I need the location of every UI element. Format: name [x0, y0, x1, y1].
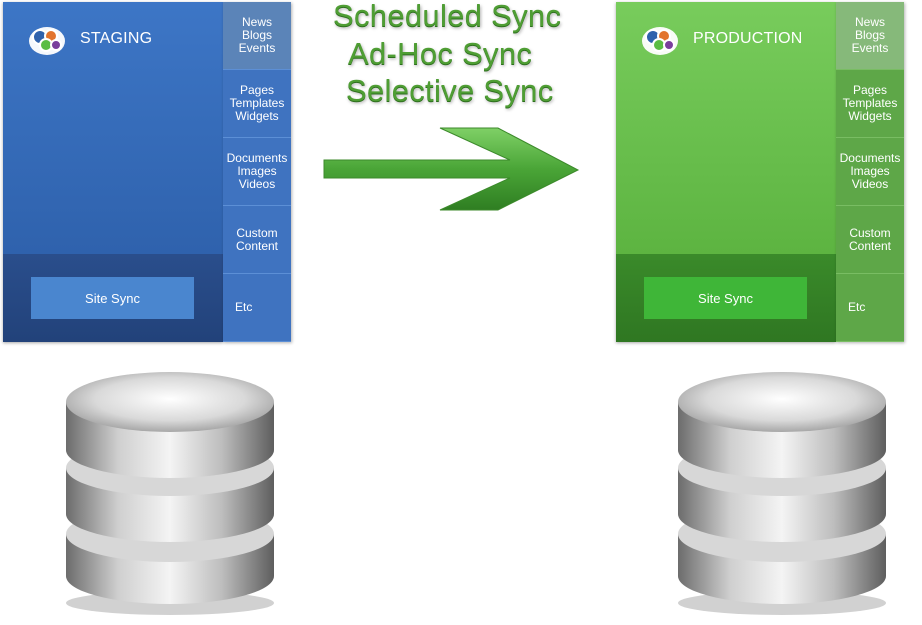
sidebar-item-label: Events	[239, 42, 276, 55]
heading-scheduled-sync: Scheduled Sync	[333, 0, 561, 34]
sidebar-item-news-blogs-events[interactable]: News Blogs Events	[223, 2, 291, 70]
sidebar-item-label: Content	[849, 240, 891, 253]
production-site-sync-button[interactable]: Site Sync	[644, 277, 807, 319]
sync-arrow-icon	[322, 126, 582, 214]
logo-icon	[27, 24, 67, 58]
sidebar-item-etc[interactable]: Etc	[836, 274, 904, 342]
sidebar-item-label: Content	[236, 240, 278, 253]
sidebar-item-pages-templates-widgets[interactable]: Pages Templates Widgets	[836, 70, 904, 138]
sidebar-item-custom-content[interactable]: Custom Content	[223, 206, 291, 274]
sidebar-item-pages-templates-widgets[interactable]: Pages Templates Widgets	[223, 70, 291, 138]
sidebar-item-documents-images-videos[interactable]: Documents Images Videos	[223, 138, 291, 206]
sidebar-item-etc[interactable]: Etc	[223, 274, 291, 342]
logo-icon	[640, 24, 680, 58]
heading-selective-sync: Selective Sync	[346, 73, 554, 109]
production-title: PRODUCTION	[693, 30, 803, 48]
sidebar-item-custom-content[interactable]: Custom Content	[836, 206, 904, 274]
sidebar-item-label: Etc	[848, 301, 865, 314]
sidebar-item-label: Widgets	[235, 110, 278, 123]
sidebar-item-label: Events	[852, 42, 889, 55]
production-panel: PRODUCTION Site Sync	[616, 2, 836, 342]
sidebar-item-documents-images-videos[interactable]: Documents Images Videos	[836, 138, 904, 206]
database-icon	[60, 368, 280, 618]
sidebar-item-news-blogs-events[interactable]: News Blogs Events	[836, 2, 904, 70]
sidebar-item-label: Videos	[239, 178, 275, 191]
staging-title: STAGING	[80, 30, 152, 48]
production-sidebar: News Blogs Events Pages Templates Widget…	[836, 2, 904, 342]
sidebar-item-label: Widgets	[848, 110, 891, 123]
sidebar-item-label: Etc	[235, 301, 252, 314]
staging-site-sync-button[interactable]: Site Sync	[31, 277, 194, 319]
database-icon	[672, 368, 892, 618]
staging-sidebar: News Blogs Events Pages Templates Widget…	[223, 2, 291, 342]
sidebar-item-label: Custom	[849, 227, 890, 240]
sidebar-item-label: Custom	[236, 227, 277, 240]
staging-panel: STAGING Site Sync	[3, 2, 223, 342]
heading-adhoc-sync: Ad-Hoc Sync	[348, 36, 532, 72]
sidebar-item-label: Videos	[852, 178, 888, 191]
